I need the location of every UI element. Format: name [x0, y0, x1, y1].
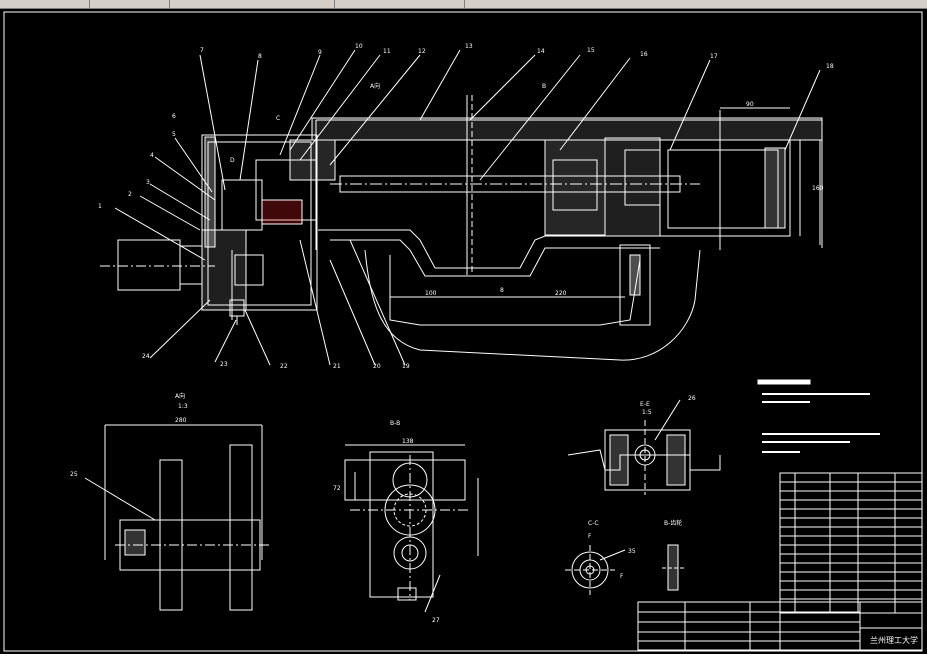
- leader-label: 23: [220, 361, 228, 368]
- view-label: E-E: [640, 401, 650, 408]
- main-assembly-view: [100, 49, 823, 366]
- dimension-text: 160: [812, 185, 824, 192]
- dimension-text: 138: [402, 438, 414, 445]
- part-number: 27: [432, 617, 440, 624]
- leader-label: 10: [355, 43, 363, 50]
- leader-label: 8: [258, 53, 262, 60]
- document-tab-strip: [0, 0, 927, 9]
- view-label: F: [620, 573, 624, 580]
- leader-label: 6: [172, 113, 176, 120]
- leader-label: 20: [373, 363, 381, 370]
- part-number: 35: [628, 548, 636, 555]
- leader-label: 7: [200, 47, 204, 54]
- part-number: 25: [70, 471, 78, 478]
- leader-label: 9: [318, 49, 322, 56]
- b-b-view: [344, 444, 479, 613]
- dimension-text: 72: [333, 485, 341, 492]
- leader-label: 12: [418, 48, 426, 55]
- leader-label: 14: [537, 48, 545, 55]
- leader-label: 24: [142, 353, 150, 360]
- dimension-text: 280: [175, 417, 187, 424]
- leader-label: 5: [172, 131, 176, 138]
- leader-label: 3: [146, 179, 150, 186]
- leader-label: 13: [465, 43, 473, 50]
- view-label: B-B: [390, 420, 400, 427]
- view-label: D: [230, 157, 235, 164]
- view-label: C-C: [588, 520, 599, 527]
- view-label: A向: [370, 82, 380, 90]
- view-label: 1:3: [178, 403, 188, 410]
- leader-label: 18: [826, 63, 834, 70]
- b-gear-view: [662, 544, 684, 591]
- leader-label: 11: [383, 48, 391, 55]
- cad-drawing-canvas[interactable]: 7 8 9 10 11 12 13 14 15 16 17 18 1 2 3 4…: [0, 9, 927, 654]
- document-tab-4[interactable]: [335, 0, 465, 8]
- parts-list-table: [779, 472, 923, 614]
- technical-requirements: [757, 379, 880, 453]
- leader-label: 15: [587, 47, 595, 54]
- document-tab-3[interactable]: [170, 0, 335, 8]
- dimension-text: 90: [746, 101, 754, 108]
- document-tab-2[interactable]: [90, 0, 170, 8]
- dimension-text: 8: [500, 287, 504, 294]
- e-e-section: [567, 399, 721, 495]
- school-name: 兰州理工大学: [870, 635, 918, 645]
- document-tab-1[interactable]: [0, 0, 90, 8]
- leader-label: 1: [98, 203, 102, 210]
- leader-label: 17: [710, 53, 718, 60]
- a-view: [84, 424, 270, 611]
- leader-label: 2: [128, 191, 132, 198]
- view-label: B-齿轮: [664, 519, 682, 527]
- title-block: [637, 601, 923, 651]
- c-c-section: [565, 545, 626, 595]
- view-label: C: [276, 115, 280, 122]
- dimension-text: 220: [555, 290, 567, 297]
- drawing-frame: [3, 11, 923, 652]
- leader-label: 16: [640, 51, 648, 58]
- view-label: B: [542, 83, 546, 90]
- leader-label: 4: [150, 152, 154, 159]
- view-label: F: [588, 533, 592, 540]
- view-label: 1:5: [642, 409, 652, 416]
- dimension-text: 100: [425, 290, 437, 297]
- leader-label: 22: [280, 363, 288, 370]
- view-label: A向: [175, 392, 185, 400]
- leader-label: 19: [402, 363, 410, 370]
- part-number: 26: [688, 395, 696, 402]
- leader-label: 21: [333, 363, 341, 370]
